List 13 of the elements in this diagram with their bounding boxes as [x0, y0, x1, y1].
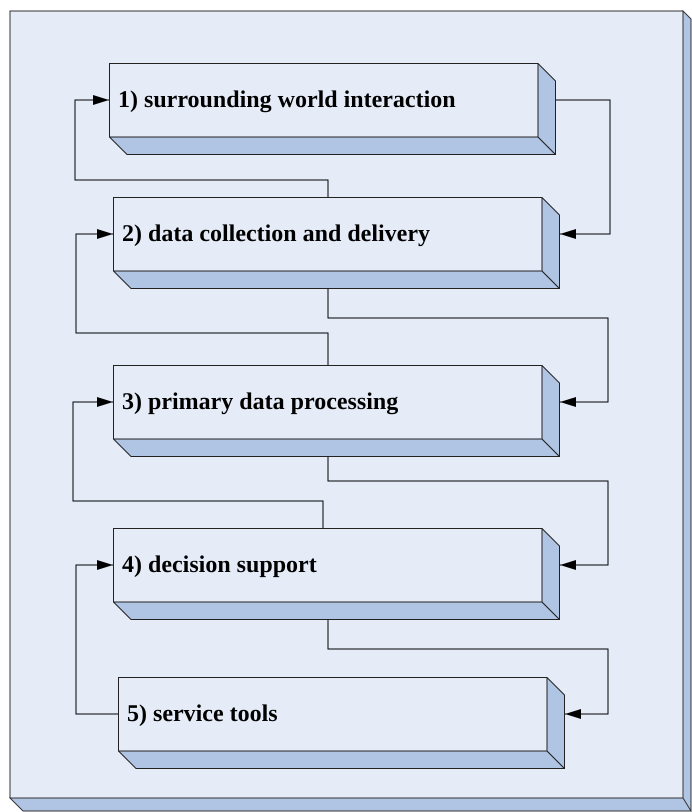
arrow: [76, 229, 328, 366]
box-label: 1) surrounding world interaction: [118, 86, 456, 115]
arrow: [74, 95, 328, 198]
box-label: 3) primary data processing: [122, 388, 398, 417]
arrow: [76, 560, 118, 714]
arrow: [556, 100, 610, 239]
box-label: 5) service tools: [127, 700, 278, 729]
arrow: [72, 397, 324, 528]
arrow: [328, 620, 608, 719]
arrow: [328, 456, 608, 570]
box-label: 4) decision support: [122, 551, 317, 580]
arrow: [328, 288, 608, 407]
box-label: 2) data collection and delivery: [122, 220, 430, 249]
